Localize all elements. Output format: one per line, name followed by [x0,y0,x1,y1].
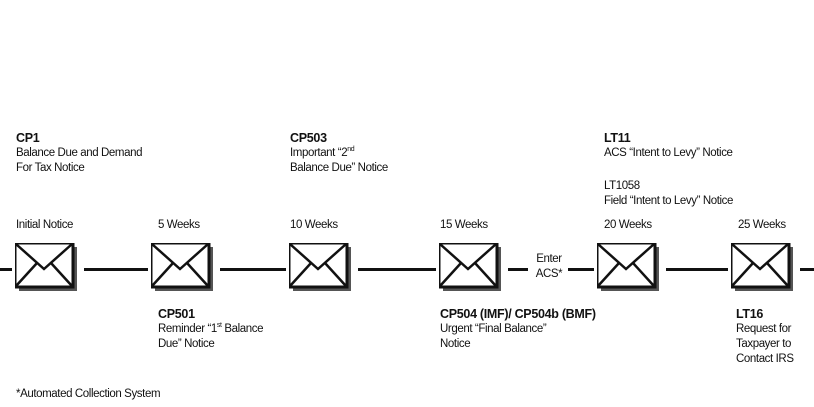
stage-label: Initial Notice [16,219,74,231]
timeline-segment [358,268,436,271]
timeline-segment [84,268,148,271]
notice-lt16: LT16 Request for Taxpayer to Contact IRS [736,306,794,367]
notice-description: Balance Due and Demand [16,147,143,159]
notice-description: Balance Due” Notice [290,162,388,174]
notice-description: Due” Notice [158,338,215,350]
notice-code: CP1 [16,131,40,145]
notice-description: Important “2nd [290,146,355,159]
timeline-segment [0,268,12,271]
notice-lt11: LT11 ACS “Intent to Levy” Notice [604,130,733,161]
envelope-icon [15,243,81,295]
envelope-icon [151,243,217,295]
notice-cp504: CP504 (IMF)/ CP504b (BMF) Urgent “Final … [440,306,596,352]
notice-cp501: CP501 Reminder “1st Balance Due” Notice [158,306,263,352]
notice-description: Notice [440,338,471,350]
enter-acs-line: ACS* [535,268,563,280]
notice-cp1: CP1 Balance Due and Demand For Tax Notic… [16,130,143,176]
stage-label: 25 Weeks [738,219,786,231]
stage-label: 15 Weeks [440,219,488,231]
notice-description: Contact IRS [736,353,794,365]
timeline-segment [666,268,728,271]
stage-label: 10 Weeks [290,219,338,231]
footnote: *Automated Collection System [16,388,161,400]
timeline-segment [220,268,286,271]
timeline [0,268,814,271]
envelope-icon [439,243,505,295]
timeline-segment [568,268,594,271]
notice-code: CP504 (IMF)/ CP504b (BMF) [440,307,596,321]
envelope-icon [597,243,663,295]
notice-code: LT1058 [604,180,640,192]
enter-acs-label: Enter ACS* [531,252,567,282]
stage-label: 20 Weeks [604,219,652,231]
timeline-segment [800,268,814,271]
stage-label: 5 Weeks [158,219,200,231]
notice-description: Request for [736,323,792,335]
notice-description: ACS “Intent to Levy” Notice [604,147,733,159]
envelope-icon [289,243,355,295]
envelope-icon [731,243,797,295]
notice-code: CP503 [290,131,327,145]
notice-code: LT11 [604,131,631,145]
timeline-segment [508,268,528,271]
notice-description: Urgent “Final Balance” [440,323,547,335]
notice-description: Field “Intent to Levy” Notice [604,195,734,207]
notice-cp503: CP503 Important “2nd Balance Due” Notice [290,130,388,176]
notice-code: CP501 [158,307,195,321]
notice-code: LT16 [736,307,764,321]
notice-description: Reminder “1st Balance [158,322,264,335]
enter-acs-line: Enter [536,253,562,265]
notice-description: Taxpayer to [736,338,792,350]
notice-lt1058: LT1058 Field “Intent to Levy” Notice [604,179,733,209]
notice-description: For Tax Notice [16,162,85,174]
